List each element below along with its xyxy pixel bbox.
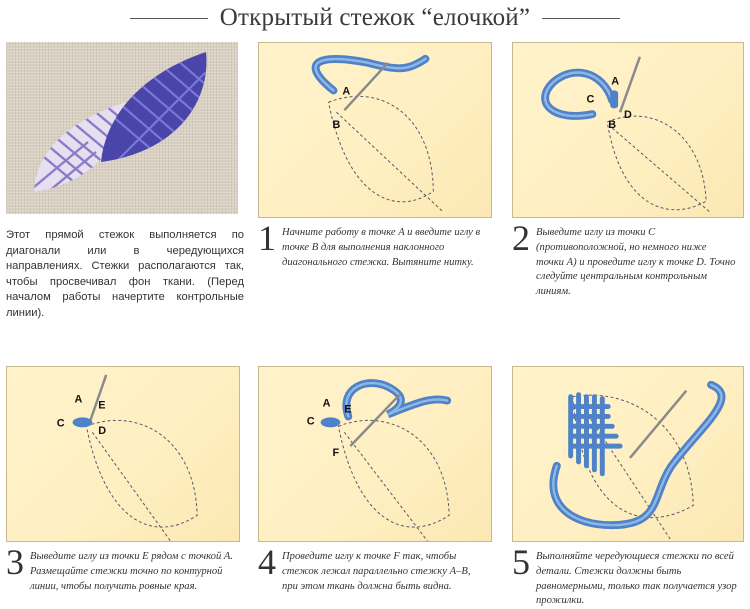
- needle: [89, 374, 108, 421]
- step-1-illustration: A B: [258, 42, 492, 218]
- thread-highlight: [345, 381, 449, 418]
- step-number: 2: [512, 218, 530, 258]
- point-label-c: C: [307, 415, 315, 427]
- point-label-a: A: [611, 76, 619, 88]
- step-3-illustration: A E C D: [6, 366, 240, 542]
- step-2-caption: 2 Выведите иглу из точки C (противополож…: [512, 220, 748, 300]
- step-5-illustration: [512, 366, 744, 542]
- needle: [343, 61, 389, 112]
- page-header: Открытый стежок “елочкой”: [0, 0, 750, 36]
- point-label-a: A: [323, 398, 331, 410]
- leaf-outline: [327, 95, 434, 203]
- leaf-outline: [572, 394, 694, 519]
- point-label-a: A: [342, 85, 350, 97]
- center-line: [611, 127, 712, 214]
- step-1-caption: 1 Начните работу в точке A и введите игл…: [258, 220, 494, 286]
- point-label-c: C: [586, 93, 594, 105]
- step-text: Проведите иглу к точке F так, чтобы стеж…: [282, 551, 471, 592]
- thread-highlight: [314, 57, 427, 92]
- title-rule-left: [129, 17, 208, 19]
- step-3-caption: 3 Выведите иглу из точки E рядом с точко…: [6, 544, 244, 602]
- point-label-e: E: [98, 400, 105, 412]
- point-label-e: E: [344, 403, 351, 415]
- point-label-f: F: [332, 447, 339, 459]
- point-label-b: B: [608, 119, 616, 131]
- point-label-d: D: [98, 425, 106, 437]
- point-label-d: D: [624, 109, 632, 121]
- point-label-a: A: [75, 394, 83, 406]
- step-text: Выполняйте чередующиеся стежки по всей д…: [536, 551, 737, 607]
- step-5-caption: 5 Выполняйте чередующиеся стежки по всей…: [512, 544, 748, 606]
- center-line: [91, 431, 171, 541]
- step-number: 5: [512, 542, 530, 582]
- page-title: Открытый стежок “елочкой”: [219, 4, 531, 31]
- thread: [541, 68, 617, 120]
- stitch: [72, 417, 93, 428]
- stitch: [610, 90, 619, 109]
- step-text: Начните работу в точке A и введите иглу …: [282, 227, 481, 268]
- embroidery-photo: [6, 42, 238, 214]
- needle: [618, 56, 642, 113]
- step-4-illustration: A E C F: [258, 366, 492, 542]
- intro-text: Этот прямой стежок выполняется по диагон…: [6, 229, 244, 319]
- center-line: [343, 431, 428, 541]
- step-text: Выведите иглу из точки C (противоположно…: [536, 227, 736, 298]
- point-label-c: C: [57, 417, 65, 429]
- leaf-outline: [337, 419, 450, 528]
- center-line: [336, 111, 443, 212]
- thread-highlight: [543, 71, 614, 118]
- point-label-b: B: [332, 119, 340, 131]
- stitch: [320, 417, 341, 428]
- needle: [629, 389, 688, 459]
- worked-stitches: [568, 392, 623, 477]
- step-4-caption: 4 Проведите иглу к точке F так, чтобы ст…: [258, 544, 494, 602]
- step-number: 1: [258, 218, 276, 258]
- step-number: 3: [6, 542, 24, 582]
- thread-highlight: [552, 383, 723, 527]
- leaf-outline: [85, 419, 198, 528]
- embroidered-leaves-image: [34, 52, 207, 192]
- step-number: 4: [258, 542, 276, 582]
- needle: [349, 393, 401, 447]
- title-rule-right: [542, 17, 621, 19]
- step-2-illustration: C A B D: [512, 42, 744, 218]
- step-text: Выведите иглу из точки E рядом с точкой …: [30, 551, 234, 592]
